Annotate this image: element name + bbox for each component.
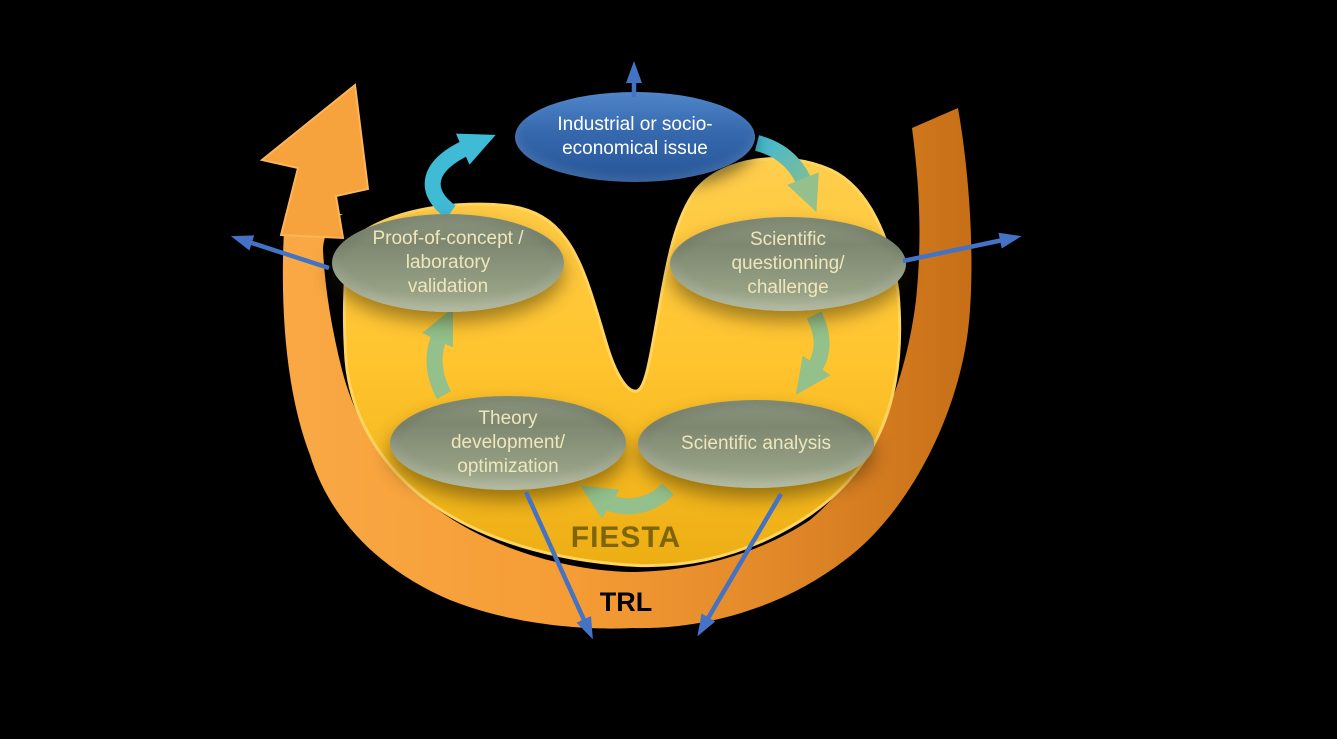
node-scientific-questioning: Scientific questionning/ challenge — [670, 217, 906, 311]
trl-band-arrowhead-icon — [259, 83, 370, 240]
cycle-arrow-analysis-to-theory-icon — [580, 483, 674, 519]
cycle-arrow-questioning-to-analysis-icon — [795, 311, 831, 395]
node-industrial-issue-label: Industrial or socio- economical issue — [557, 113, 713, 159]
node-scientific-analysis-label: Scientific analysis — [681, 432, 831, 454]
node-theory-development-label: Theory development/ optimization — [450, 407, 566, 478]
node-proof-of-concept: Proof-of-concept / laboratory validation — [332, 214, 564, 312]
cycle-arrow-theory-to-validation-icon — [422, 307, 453, 399]
node-scientific-analysis: Scientific analysis — [638, 400, 874, 488]
trl-label: TRL — [599, 587, 653, 617]
node-theory-development: Theory development/ optimization — [390, 396, 626, 490]
cycle-arrow-issue-to-questioning-icon — [754, 135, 819, 212]
node-industrial-issue: Industrial or socio- economical issue — [515, 92, 755, 182]
node-proof-of-concept-label: Proof-of-concept / laboratory validation — [372, 227, 524, 298]
fiesta-label: FIESTA — [570, 521, 682, 554]
cycle-arrow-validation-to-issue-icon — [424, 133, 496, 219]
node-scientific-questioning-label: Scientific questionning/ challenge — [731, 228, 845, 299]
